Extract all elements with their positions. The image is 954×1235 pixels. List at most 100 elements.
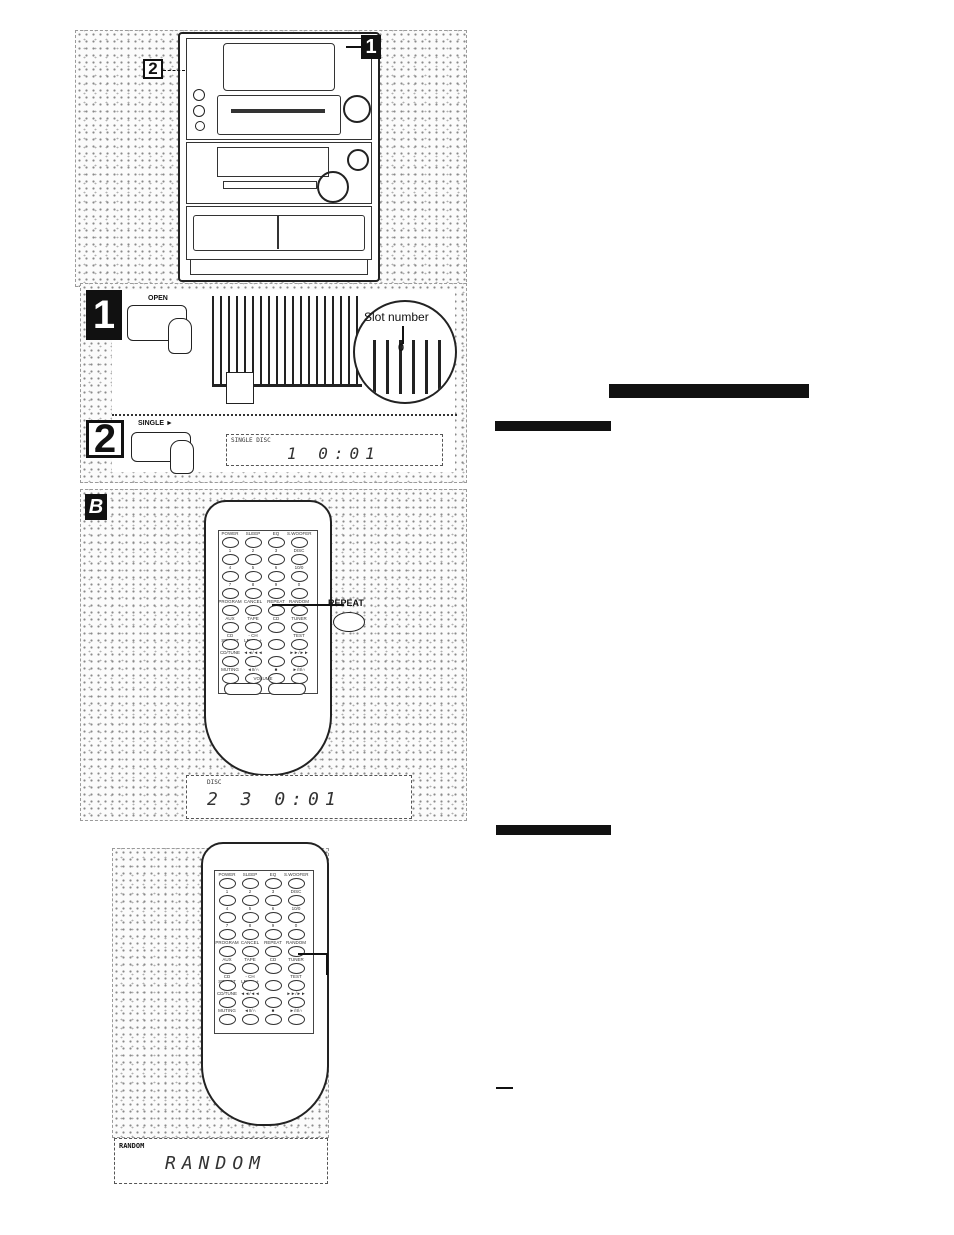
remote-key-label: SLEEP [245, 531, 261, 536]
slot-zoom-circle[interactable] [353, 300, 457, 404]
display-indicator: DISC [207, 779, 222, 786]
remote-key-label: POWER [218, 872, 236, 877]
remote-key[interactable] [288, 1014, 305, 1025]
remote-key[interactable] [291, 554, 308, 565]
remote-key[interactable] [265, 878, 282, 889]
remote-key[interactable] [245, 656, 262, 667]
remote-key[interactable] [288, 895, 305, 906]
remote-key[interactable] [265, 912, 282, 923]
remote-key[interactable] [242, 878, 259, 889]
remote-key[interactable] [268, 554, 285, 565]
main-volume-knob [317, 171, 349, 203]
stereo-unit [178, 32, 380, 282]
remote-key[interactable] [222, 554, 239, 565]
remote-key-label: TEST [293, 633, 305, 638]
remote-key[interactable] [268, 588, 285, 599]
remote-key[interactable] [219, 963, 236, 974]
remote-key[interactable] [242, 1014, 259, 1025]
step-2-callout-top: 2 [143, 59, 163, 79]
remote-key-label: ◄◄/◄◄ [240, 991, 260, 996]
step-1-callout-top: 1 [361, 35, 381, 59]
remote-key[interactable] [268, 571, 285, 582]
remote-key[interactable] [219, 1014, 236, 1025]
remote-key-label: ◄II/∩ [247, 667, 259, 672]
remote-key[interactable] [265, 929, 282, 940]
remote-key-label: 6 [274, 565, 278, 570]
remote-key[interactable] [222, 571, 239, 582]
remote-key[interactable] [265, 963, 282, 974]
step-1-number: 1 [86, 290, 122, 340]
remote-key-label: EQ [272, 531, 280, 536]
remote-key[interactable] [265, 997, 282, 1008]
redacted-section-title [609, 384, 809, 398]
remote-key[interactable] [245, 554, 262, 565]
remote-key-label: MUTING [221, 667, 239, 672]
remote-key[interactable] [219, 946, 236, 957]
remote-key[interactable] [288, 929, 305, 940]
display-readout: 2 3 0:01 [207, 789, 342, 810]
remote-key[interactable] [242, 912, 259, 923]
remote-key[interactable] [242, 895, 259, 906]
remote-key[interactable] [222, 588, 239, 599]
remote-key-label: S.WOOFER [287, 531, 312, 536]
remote-key[interactable] [291, 639, 308, 650]
remote-key[interactable] [268, 656, 285, 667]
remote-key-label: RANDOM [289, 599, 309, 604]
remote-key[interactable] [265, 980, 282, 991]
remote-key[interactable] [222, 537, 239, 548]
remote-volume-keys-repeat [224, 683, 308, 695]
remote-key[interactable] [222, 605, 239, 616]
remote-key[interactable] [242, 980, 259, 991]
remote-key[interactable] [288, 878, 305, 889]
remote-key[interactable] [242, 963, 259, 974]
remote-key[interactable] [291, 622, 308, 633]
remote-key[interactable] [219, 997, 236, 1008]
remote-key[interactable] [291, 588, 308, 599]
remote-key[interactable] [268, 537, 285, 548]
remote-key[interactable] [268, 622, 285, 633]
remote-key-label: CD [272, 616, 280, 621]
remote-key[interactable] [268, 639, 285, 650]
remote-key-label: TEST [290, 974, 302, 979]
remote-key[interactable] [288, 946, 305, 957]
remote-key[interactable] [245, 639, 262, 650]
remote-key[interactable] [291, 571, 308, 582]
remote-key[interactable] [222, 656, 239, 667]
remote-key[interactable] [242, 997, 259, 1008]
random-display: RANDOM RANDOM [114, 1138, 328, 1184]
remote-key[interactable] [219, 980, 236, 991]
remote-key-label: SLEEP [242, 872, 258, 877]
repeat-button[interactable] [333, 612, 365, 632]
remote-key[interactable] [265, 895, 282, 906]
remote-key[interactable] [288, 912, 305, 923]
remote-key[interactable] [219, 895, 236, 906]
remote-key[interactable] [245, 571, 262, 582]
random-leader-line [298, 953, 328, 955]
remote-key[interactable] [219, 929, 236, 940]
remote-key[interactable] [245, 622, 262, 633]
remote-key[interactable] [245, 588, 262, 599]
remote-key[interactable] [291, 656, 308, 667]
cassette-section [186, 206, 372, 260]
remote-key[interactable] [219, 878, 236, 889]
remote-key[interactable] [242, 929, 259, 940]
remote-key[interactable] [288, 963, 305, 974]
remote-key[interactable] [291, 537, 308, 548]
remote-key[interactable] [265, 946, 282, 957]
remote-key[interactable] [288, 997, 305, 1008]
remote-key[interactable] [219, 912, 236, 923]
remote-key[interactable] [268, 605, 285, 616]
remote-key[interactable] [245, 537, 262, 548]
remote-key[interactable] [245, 605, 262, 616]
remote-key[interactable] [265, 1014, 282, 1025]
remote-key-label: 4 [225, 906, 229, 911]
remote-key[interactable] [222, 639, 239, 650]
cd-changer-section [186, 38, 372, 140]
step-2-leader-line [163, 70, 185, 71]
remote-key[interactable] [222, 622, 239, 633]
remote-key[interactable] [291, 605, 308, 616]
display-readout: 1 0:01 [287, 444, 381, 463]
remote-key-label: CD/TUNE [217, 991, 237, 996]
remote-key[interactable] [288, 980, 305, 991]
remote-key[interactable] [242, 946, 259, 957]
